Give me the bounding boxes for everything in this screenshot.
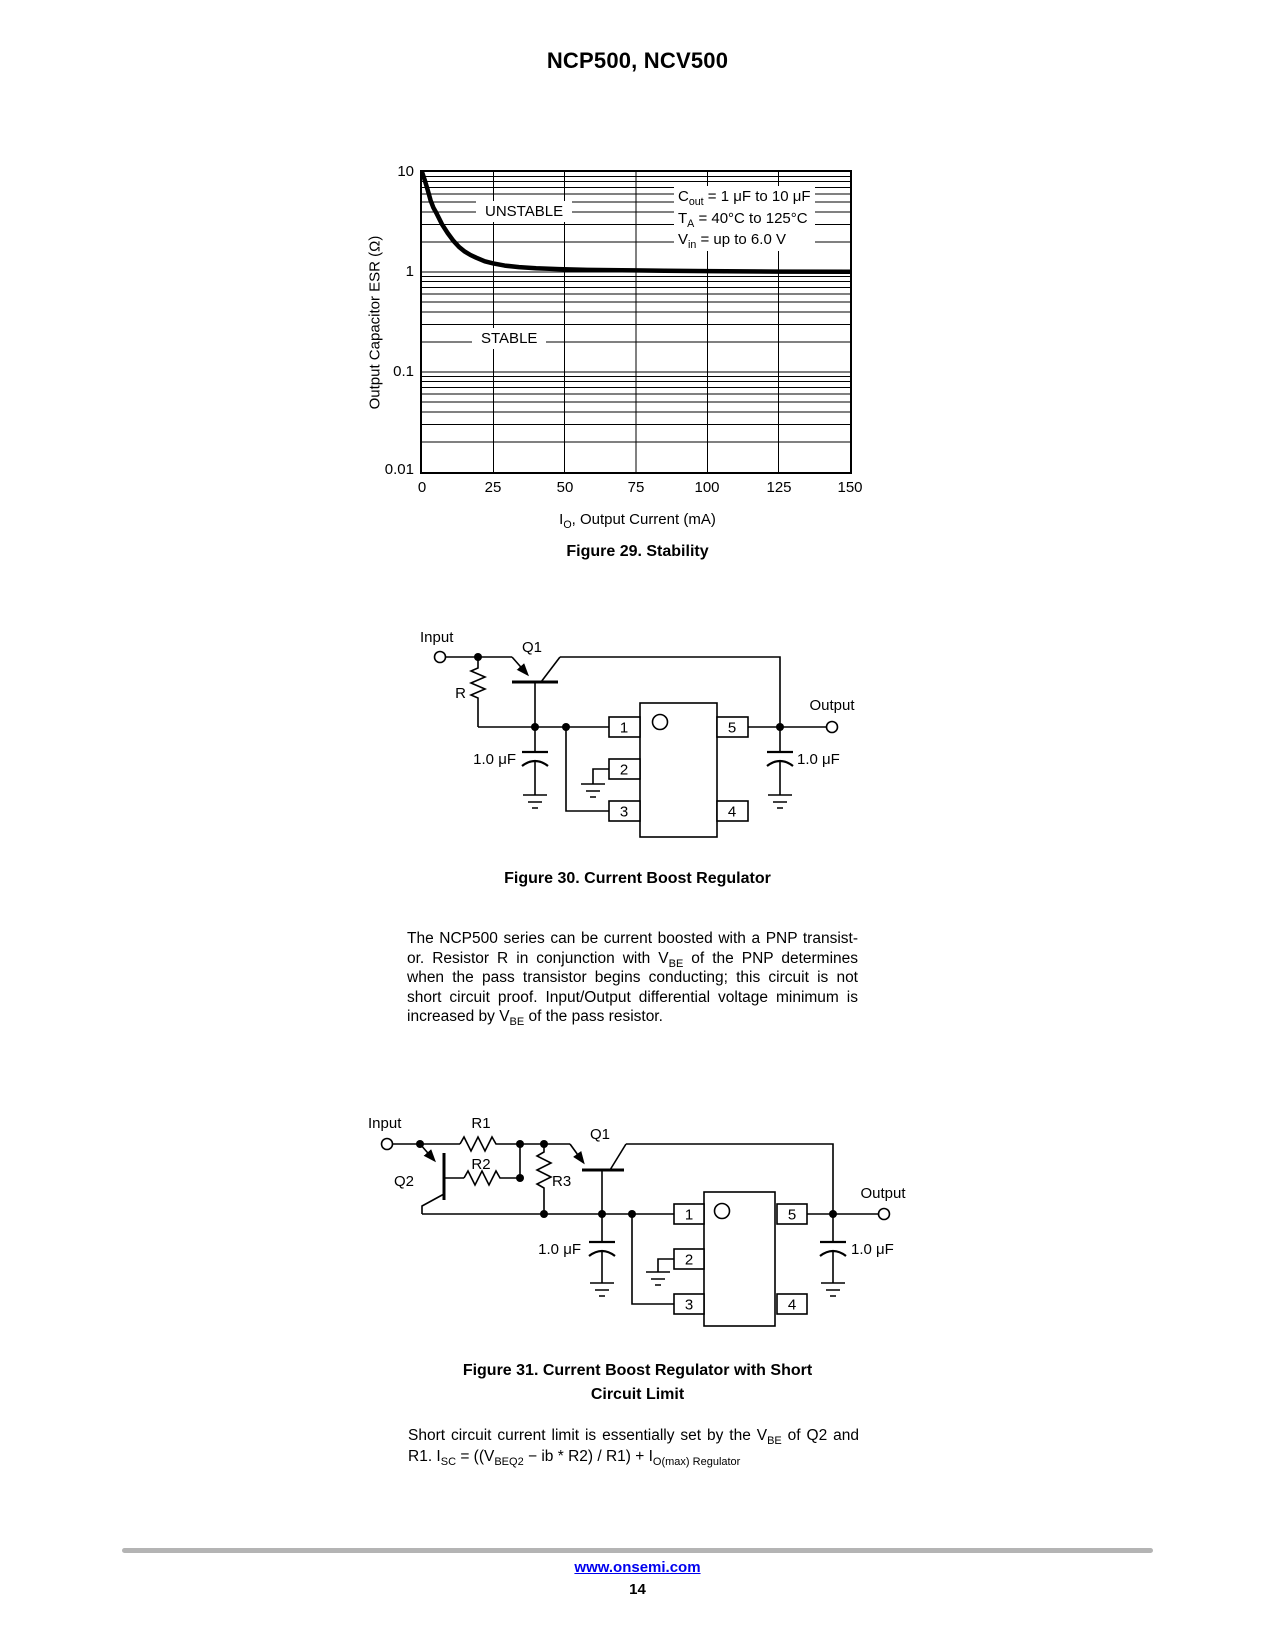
x-tick-label: 75 [627, 479, 645, 496]
collector-rail [626, 1143, 834, 1214]
input-label: Input [420, 629, 454, 646]
output-capacitor [819, 1214, 847, 1283]
paragraph-line: The NCP500 series can be current boosted… [407, 930, 858, 947]
figure29-caption: Figure 29. Stability [566, 543, 709, 560]
pin-5-number: 5 [728, 720, 736, 737]
pin1-indicator-dot [713, 1202, 731, 1220]
q1-label: Q1 [590, 1126, 610, 1143]
pin-1-number: 1 [620, 720, 628, 737]
y-tick-label: 0.1 [393, 363, 414, 380]
figure31-schematic: Input R1 Q2 R2 R3 Q1 [368, 1115, 906, 1327]
regulator-ic-body [639, 702, 718, 838]
pin1-indicator-dot [651, 713, 669, 731]
resistor-r1 [459, 1135, 544, 1153]
input-label: Input [368, 1115, 402, 1132]
ground-symbol [768, 794, 792, 809]
q1-transistor [569, 1143, 627, 1214]
pin-2-number: 2 [685, 1252, 693, 1269]
q2-transistor [419, 1143, 464, 1214]
x-tick-label: 150 [837, 479, 863, 496]
y-axis-title: Output Capacitor ESR (Ω) [366, 235, 384, 410]
q1-transistor [511, 656, 561, 727]
pin2-ground [646, 1258, 674, 1286]
pin2-ground [581, 768, 609, 798]
paragraph-line: short circuit proof. Input/Output differ… [407, 988, 858, 1006]
input-capacitor [521, 727, 549, 795]
q1-label: Q1 [522, 639, 542, 656]
pin-3-box [673, 1293, 705, 1315]
output-cap-label: 1.0 μF [797, 751, 840, 768]
page-number: 14 [629, 1581, 646, 1598]
paragraph-line: or. Resistor R in conjunction with VBE o… [407, 949, 858, 970]
pin-2-number: 2 [620, 762, 628, 779]
y-tick-label: 0.01 [384, 461, 414, 478]
pin-4-number: 4 [788, 1297, 796, 1314]
x-axis-title: IO, Output Current (mA) [559, 511, 716, 531]
test-conditions: Cout = 1 μF to 10 μF TA = 40°C to 125°C … [674, 186, 815, 251]
body-paragraph: The NCP500 series can be current boosted… [407, 929, 858, 1029]
output-capacitor [766, 727, 794, 795]
page-title: NCP500, NCV500 [546, 48, 729, 73]
resistor-r [468, 657, 488, 727]
pin-1-box [673, 1203, 705, 1225]
output-terminal [825, 720, 839, 734]
condition-cout: Cout = 1 μF to 10 μF [678, 188, 811, 208]
pin-4-number: 4 [728, 804, 736, 821]
pin-3-number: 3 [685, 1297, 693, 1314]
input-cap-label: 1.0 μF [473, 751, 516, 768]
input-capacitor [588, 1214, 616, 1283]
pin3-return-wire [565, 727, 609, 812]
resistor-r1-label: R1 [471, 1115, 490, 1132]
resistor-r3 [535, 1144, 553, 1214]
figure31-caption-line2: Circuit Limit [590, 1386, 685, 1403]
region-label-unstable: UNSTABLE [476, 201, 573, 222]
paragraph-line: increased by VBE of the pass resistor. [407, 1008, 663, 1029]
output-label: Output [809, 697, 855, 714]
x-tick-label: 125 [766, 479, 792, 496]
y-tick-label: 1 [405, 263, 414, 280]
figure30-caption: Figure 30. Current Boost Regulator [504, 870, 771, 887]
pin-5-number: 5 [788, 1207, 796, 1224]
output-label: Output [860, 1185, 906, 1202]
pin3-return-wire [631, 1214, 674, 1305]
y-tick-label: 10 [397, 163, 414, 180]
x-tick-label: 25 [484, 479, 502, 496]
x-tick-label: 100 [694, 479, 720, 496]
resistor-r-label: R [455, 685, 466, 702]
condition-ta: TA = 40°C to 125°C [678, 209, 808, 230]
ground-symbol [821, 1282, 845, 1297]
paragraph-line: when the pass transistor begins conducti… [407, 969, 858, 987]
resistor-r2 [463, 1169, 520, 1187]
footer-website-link[interactable]: www.onsemi.com [574, 1559, 701, 1576]
resistor-r2-label: R2 [471, 1156, 490, 1173]
input-terminal [380, 1137, 394, 1151]
output-cap-label: 1.0 μF [851, 1241, 894, 1258]
stability-plot-area: UNSTABLE STABLE Cout = 1 μF to 10 μF TA … [420, 170, 852, 474]
paragraph-line: Short circuit current limit is essential… [408, 1427, 859, 1448]
resistor-r3-label: R3 [552, 1173, 571, 1190]
pin-4-box [716, 800, 749, 822]
footer-divider [122, 1548, 1153, 1553]
body-paragraph: Short circuit current limit is essential… [408, 1425, 859, 1469]
pin-3-number: 3 [620, 804, 628, 821]
figure30-schematic: Input R Q1 1.0 μF [420, 629, 855, 838]
ground-symbol [590, 1282, 614, 1297]
paragraph-line: R1. ISC = ((VBEQ2 − ib * R2) / R1) + IO(… [408, 1448, 741, 1469]
condition-vin: Vin = up to 6.0 V [678, 231, 786, 251]
input-terminal [433, 650, 447, 664]
pin-4-box [776, 1293, 808, 1315]
region-label-stable: STABLE [472, 328, 547, 349]
pin-1-number: 1 [685, 1207, 693, 1224]
x-tick-label: 50 [556, 479, 574, 496]
q2-label: Q2 [394, 1173, 414, 1190]
figure31-caption-line1: Figure 31. Current Boost Regulator with … [462, 1362, 813, 1379]
pin-1-box [608, 716, 641, 738]
junction-dot [540, 1210, 548, 1218]
ground-symbol [523, 794, 547, 809]
output-terminal [877, 1207, 891, 1221]
collector-rail [560, 656, 781, 727]
x-tick-label: 0 [417, 479, 427, 496]
input-cap-label: 1.0 μF [538, 1241, 581, 1258]
